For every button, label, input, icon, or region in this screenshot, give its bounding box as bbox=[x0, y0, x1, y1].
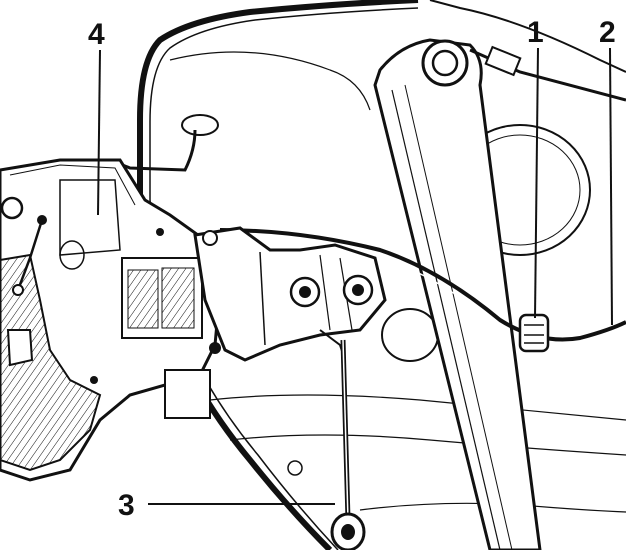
leader-lines bbox=[97, 47, 613, 505]
leader-line-4 bbox=[97, 49, 101, 216]
cable-clip bbox=[518, 313, 550, 353]
callout-labels: 1 2 3 4 bbox=[88, 16, 616, 522]
bowden-cable bbox=[109, 45, 626, 342]
leader-line-1 bbox=[534, 47, 539, 319]
callout-4: 4 bbox=[88, 18, 105, 51]
callout-2: 2 bbox=[599, 16, 616, 49]
callout-1: 1 bbox=[527, 16, 544, 49]
callout-3: 3 bbox=[118, 489, 135, 522]
regulator-bracket bbox=[193, 226, 387, 362]
door-lock-assembly bbox=[0, 158, 222, 482]
pull-rod bbox=[330, 339, 366, 550]
leader-line-2 bbox=[609, 47, 613, 326]
